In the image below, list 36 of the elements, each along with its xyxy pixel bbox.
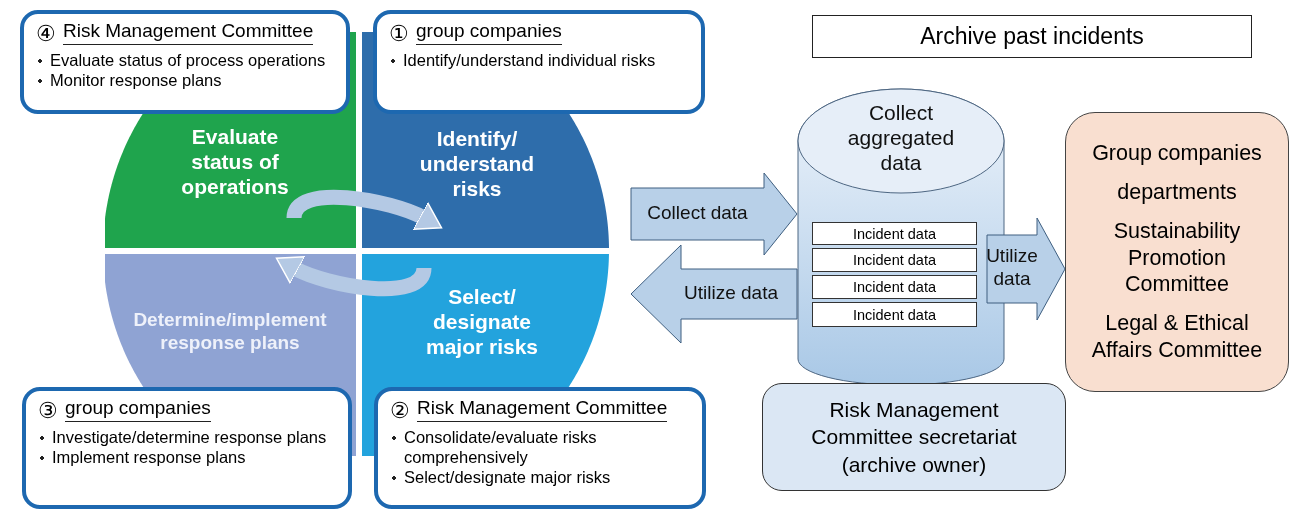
card-heading: Risk Management Committee <box>417 397 668 422</box>
cycle-arrow <box>286 189 443 231</box>
block-arrow <box>986 217 1066 321</box>
step-number: ④ <box>36 23 56 45</box>
data-record: Incident data <box>812 222 977 245</box>
info-card <box>373 10 705 114</box>
recipient-item: Group companies <box>1092 139 1262 167</box>
owner-box: Risk Management Committee secretariat (archive owner) <box>762 383 1066 491</box>
quadrant-label: Evaluate status of operations <box>180 124 290 200</box>
data-record: Incident data <box>812 302 977 327</box>
card-heading: group companies <box>416 20 562 45</box>
recipient-item: departments <box>1117 178 1237 206</box>
quadrant-label: Select/ designate major risks <box>424 284 540 360</box>
data-record: Incident data <box>812 275 977 299</box>
cycle-arrow <box>275 255 432 297</box>
edge-label: Collect data <box>646 202 749 225</box>
block-arrow <box>630 244 798 344</box>
edge-label: Utilize data <box>683 282 779 305</box>
quadrant-label: Identify/ understand risks <box>418 126 536 202</box>
edge-label: Utilize data <box>985 245 1039 291</box>
block-arrow <box>630 172 798 256</box>
recipient-item: Legal & Ethical Affairs Committee <box>1090 310 1264 365</box>
info-card <box>22 387 352 509</box>
info-card <box>20 10 350 114</box>
step-number: ② <box>390 400 410 422</box>
card-heading: Risk Management Committee <box>63 20 314 45</box>
title-box: Archive past incidents <box>812 15 1252 58</box>
card-heading: group companies <box>65 397 211 422</box>
data-record: Incident data <box>812 248 977 272</box>
step-number: ① <box>389 23 409 45</box>
recipient-box <box>1065 112 1289 392</box>
recipient-item: Sustainability Promotion Committee <box>1112 217 1242 299</box>
step-number: ③ <box>38 400 58 422</box>
info-card <box>374 387 706 509</box>
cylinder-label: Collect aggregated data <box>846 100 956 176</box>
quadrant-label: Determine/implement response plans <box>132 309 328 355</box>
